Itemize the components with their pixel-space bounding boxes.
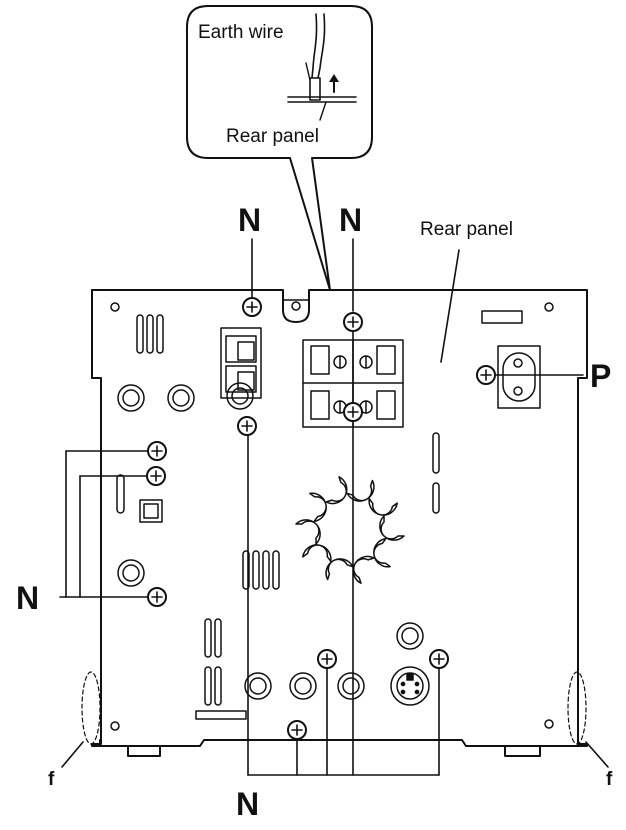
screw-icon bbox=[287, 720, 307, 740]
rear-panel-outline bbox=[91, 289, 588, 747]
fan-blade bbox=[379, 515, 405, 541]
fan-blade bbox=[325, 558, 354, 581]
screw-icon bbox=[343, 312, 363, 332]
rca-jacks-bottom bbox=[244, 622, 424, 700]
fan-blade bbox=[295, 519, 321, 545]
fan-blade bbox=[325, 476, 348, 505]
feet bbox=[127, 745, 541, 757]
foot-f-label-left: f bbox=[48, 769, 55, 790]
ground-terminal bbox=[291, 301, 301, 311]
vent-slots-upper bbox=[136, 314, 164, 354]
screw-n-label-left: N bbox=[16, 580, 40, 616]
arrow-up-icon bbox=[329, 74, 339, 93]
screw-icon bbox=[237, 416, 257, 436]
screw-icon bbox=[476, 365, 496, 385]
ac-inlet bbox=[497, 345, 541, 409]
screw-n-label-top-left: N bbox=[238, 202, 262, 238]
screw-icon bbox=[147, 441, 167, 461]
vent-slots-middle bbox=[204, 550, 280, 706]
fan-blade bbox=[373, 537, 391, 568]
foot-highlight bbox=[81, 671, 587, 745]
fan-blade bbox=[368, 497, 398, 516]
fan-blade bbox=[346, 479, 375, 502]
earth-wire bbox=[317, 13, 326, 79]
screw-icon bbox=[343, 402, 363, 422]
screw-n-label-bottom: N bbox=[236, 786, 260, 822]
screw-icon bbox=[147, 587, 167, 607]
screw-icon bbox=[317, 649, 337, 669]
foot-f-label-right: f bbox=[606, 769, 613, 790]
screw-icon bbox=[429, 649, 449, 669]
earth-wire-terminal bbox=[309, 77, 321, 101]
screws bbox=[146, 297, 496, 740]
screw-n-label-top-right: N bbox=[339, 202, 363, 238]
fan-blade bbox=[309, 492, 327, 523]
screw-p-label: P bbox=[590, 358, 612, 394]
callout-bubble bbox=[186, 5, 373, 291]
s-video-jack bbox=[390, 666, 430, 706]
rear-panel-label: Rear panel bbox=[420, 219, 513, 240]
rca-jacks-left bbox=[117, 382, 254, 587]
antenna-terminal bbox=[220, 327, 262, 399]
fan-vent bbox=[295, 476, 405, 584]
callout-rear-panel-label: Rear panel bbox=[226, 126, 319, 147]
screw-icon bbox=[146, 466, 166, 486]
leader-lines bbox=[59, 238, 609, 776]
earth-wire-label: Earth wire bbox=[198, 22, 284, 43]
optical-input bbox=[139, 499, 163, 523]
fan-blade bbox=[352, 555, 375, 584]
screw-icon bbox=[242, 297, 262, 317]
fan-blade bbox=[302, 544, 332, 563]
